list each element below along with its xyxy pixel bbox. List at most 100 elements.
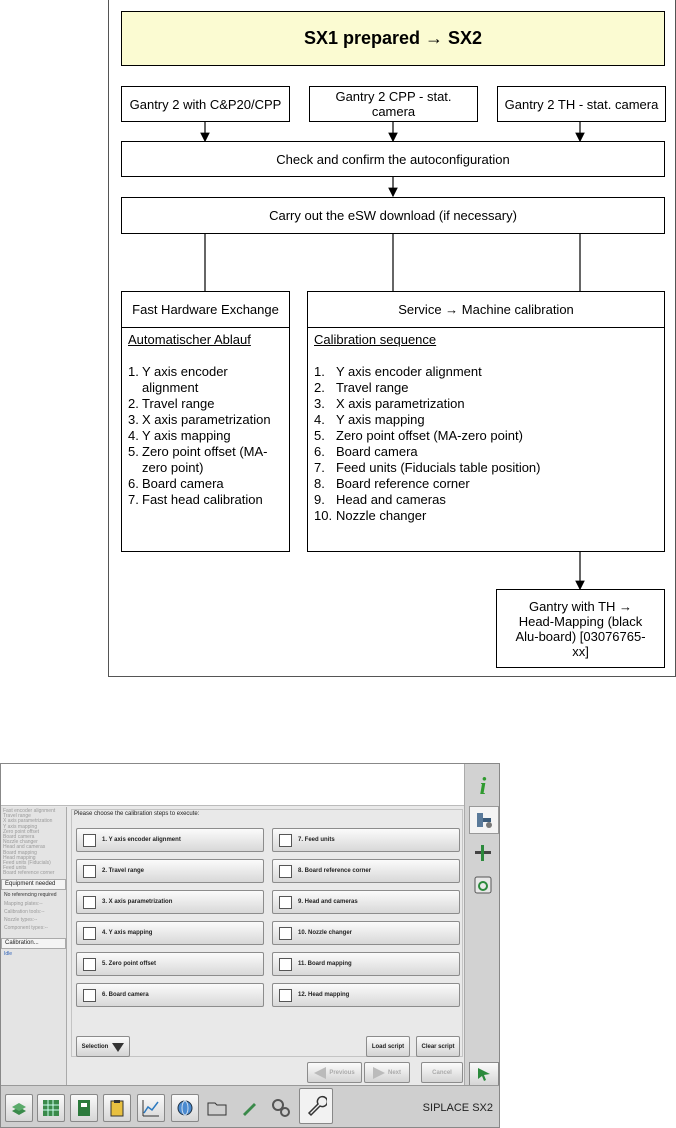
step-number: 6.: [314, 444, 325, 459]
cancel-button[interactable]: Cancel: [421, 1062, 463, 1083]
triangle-down-icon: [112, 1042, 125, 1052]
step-number: 7.: [314, 460, 325, 475]
cal-step-label: 3. X axis parametrization: [102, 899, 173, 905]
checkbox-icon[interactable]: [83, 833, 96, 847]
cal-step-button[interactable]: 11. Board mapping: [272, 952, 460, 976]
step-text: Y axis encoder alignment: [336, 364, 482, 379]
arrow-right-icon: [372, 1066, 385, 1079]
machine-calibration-title: Service → Machine calibration: [307, 291, 665, 328]
sidebar-step-item: Feed units (Fiducials): [3, 860, 51, 867]
step-text: X axis parametrization: [336, 396, 465, 411]
load-script-button[interactable]: Load script: [366, 1036, 410, 1057]
pen-icon[interactable]: [235, 1094, 263, 1122]
cal-step-button[interactable]: 6. Board camera: [76, 983, 264, 1007]
calibration-step-item: 5.Zero point offset (MA-zero point): [314, 428, 658, 444]
previous-label: Previous: [329, 1069, 355, 1076]
equipment-item: Component types:--: [4, 924, 48, 931]
folder-icon[interactable]: [203, 1094, 231, 1122]
step-number: 2.: [314, 380, 325, 395]
cal-step-button[interactable]: 3. X axis parametrization: [76, 890, 264, 914]
cal-step-label: 7. Feed units: [298, 837, 335, 843]
checkbox-icon[interactable]: [83, 957, 96, 971]
checkbox-icon[interactable]: [279, 957, 292, 971]
step-number: 1.: [128, 364, 139, 379]
checkbox-icon[interactable]: [279, 988, 292, 1002]
clipboard-icon[interactable]: [103, 1094, 131, 1122]
cal-step-button[interactable]: 1. Y axis encoder alignment: [76, 828, 264, 852]
cal-step-button[interactable]: 12. Head mapping: [272, 983, 460, 1007]
fast-hardware-exchange-panel: Automatischer Ablauf 1.Y axis encoder al…: [121, 328, 290, 552]
checkbox-icon[interactable]: [83, 895, 96, 909]
step-number: 5.: [128, 444, 139, 459]
camera-gear-icon[interactable]: [469, 872, 497, 898]
calibration-step-item: 2.Travel range: [128, 396, 283, 412]
brand-label: SIPLACE SX2: [422, 1102, 493, 1114]
feeder-icon[interactable]: [70, 1094, 98, 1122]
cal-step-label: 11. Board mapping: [298, 961, 352, 967]
cal-step-button[interactable]: 7. Feed units: [272, 828, 460, 852]
cal-step-button[interactable]: 5. Zero point offset: [76, 952, 264, 976]
previous-button[interactable]: Previous: [307, 1062, 362, 1083]
wrench-icon[interactable]: [299, 1088, 333, 1124]
cal-step-button[interactable]: 2. Travel range: [76, 859, 264, 883]
calibration-step-item: 3.X axis parametrization: [128, 412, 283, 428]
confirm-autoconfig-box: Check and confirm the autoconfiguration: [121, 141, 665, 177]
sidebar-step-item: Board mapping: [3, 849, 37, 856]
selection-button[interactable]: Selection: [76, 1036, 130, 1057]
step-number: 8.: [314, 476, 325, 491]
checkbox-icon[interactable]: [279, 833, 292, 847]
cal-step-label: 6. Board camera: [102, 992, 149, 998]
stack-icon[interactable]: [5, 1094, 33, 1122]
sidebar-step-item: X axis parametrization: [3, 818, 53, 825]
calibration-step-item: 2.Travel range: [314, 380, 658, 396]
gears-icon[interactable]: [267, 1094, 295, 1122]
cal-step-label: 2. Travel range: [102, 868, 145, 874]
calibration-step-item: 7. Feed units (Fiducials table position): [314, 460, 658, 476]
flowchart-title: SX1 prepared → SX2: [121, 11, 665, 66]
checkbox-icon[interactable]: [83, 926, 96, 940]
cal-step-label: 5. Zero point offset: [102, 961, 156, 967]
cal-step-button[interactable]: 8. Board reference corner: [272, 859, 460, 883]
calibration-status: Idle: [4, 951, 13, 958]
globe-icon[interactable]: [171, 1094, 199, 1122]
sidebar-step-item: Feed units: [3, 865, 27, 872]
gantry-icon[interactable]: [469, 840, 497, 866]
bottom-taskbar: SIPLACE SX2: [1, 1085, 499, 1127]
checkbox-icon[interactable]: [83, 988, 96, 1002]
cal-step-button[interactable]: 10. Nozzle changer: [272, 921, 460, 945]
sidebar-step-item: Y axis mapping: [3, 823, 38, 830]
checkbox-icon[interactable]: [279, 895, 292, 909]
info-icon[interactable]: i: [469, 772, 497, 798]
calibration-step-item: 1.Y axis encoder alignment: [128, 364, 283, 396]
exit-arrow-icon[interactable]: [469, 1062, 499, 1086]
checkbox-icon[interactable]: [279, 864, 292, 878]
calibration-step-item: 4.Y axis mapping: [314, 412, 658, 428]
step-number: 9.: [314, 492, 325, 507]
cal-step-button[interactable]: 9. Head and cameras: [272, 890, 460, 914]
step-text: Board reference corner: [336, 476, 470, 491]
calibration-step-item: 10.Nozzle changer: [314, 508, 658, 524]
chart-icon[interactable]: [137, 1094, 165, 1122]
step-text: Fast head calibration: [142, 492, 263, 507]
gantry2-cp20-box: Gantry 2 with C&P20/CPP: [121, 86, 290, 122]
cal-step-button[interactable]: 4. Y axis mapping: [76, 921, 264, 945]
step-text: X axis parametrization: [142, 412, 271, 427]
next-label: Next: [387, 1069, 401, 1076]
step-number: 10.: [314, 508, 333, 523]
clear-script-button[interactable]: Clear script: [416, 1036, 460, 1057]
step-number: 3.: [128, 412, 139, 427]
step-text: Feed units (Fiducials table position): [336, 460, 541, 475]
next-button[interactable]: Next: [364, 1062, 410, 1083]
sidebar-step-item: Board camera: [3, 834, 35, 841]
checkbox-icon[interactable]: [279, 926, 292, 940]
equipment-item: Calibration tools:--: [4, 908, 45, 915]
gantry2-cpp-box: Gantry 2 CPP - stat. camera: [309, 86, 478, 122]
checkbox-icon[interactable]: [83, 864, 96, 878]
sidebar-step-item: Board reference corner: [3, 870, 55, 877]
grid-icon[interactable]: [37, 1094, 65, 1122]
equipment-list: Mapping plates:--Calibration tools:--Noz…: [1, 900, 66, 932]
calibration-status-heading: Calibration...: [1, 937, 66, 950]
calibration-tool-icon[interactable]: [469, 806, 499, 834]
